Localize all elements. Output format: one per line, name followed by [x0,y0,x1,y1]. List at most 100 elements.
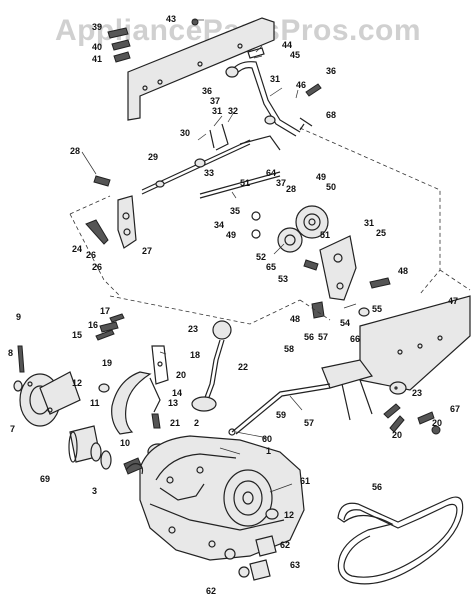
callout-47: 47 [448,296,458,306]
callout-29: 29 [148,152,158,162]
callout-1: 1 [266,446,271,456]
callout-28b: 28 [286,184,296,194]
callout-11: 11 [90,398,100,408]
idler-pulley-assembly [251,205,391,319]
callout-54: 54 [340,318,350,328]
callout-44: 44 [282,40,292,50]
axle-bolts [224,535,277,581]
callout-62a: 62 [280,540,290,550]
callout-8: 8 [8,348,13,358]
callout-23a: 23 [188,324,198,334]
callout-49a: 49 [316,172,326,182]
callout-62b: 62 [206,586,216,596]
callout-56b: 56 [372,482,382,492]
callout-28a: 28 [70,146,80,156]
callout-32: 32 [228,106,238,116]
callout-40: 40 [92,42,102,52]
reference-lines [69,127,471,325]
callout-64: 64 [266,168,276,178]
control-rod-linkage [141,123,281,199]
callout-9: 9 [16,312,21,322]
callout-31a: 31 [212,106,222,116]
brake-assembly [95,313,169,435]
callout-13: 13 [168,398,178,408]
callout-30: 30 [180,128,190,138]
callout-37b: 37 [276,178,286,188]
callout-24: 24 [72,244,82,254]
callout-49b: 49 [226,230,236,240]
lift-lever-assembly [225,47,322,137]
callout-41: 41 [92,54,102,64]
spacer-and-washers [68,425,112,470]
callout-39: 39 [92,22,102,32]
leader-lines [81,19,357,493]
callout-67: 67 [450,404,460,414]
callout-52: 52 [256,252,266,262]
callout-65: 65 [266,262,276,272]
callout-labels: 1 2 3 7 8 9 10 11 12 12 13 14 15 16 17 1… [8,14,460,596]
callout-16: 16 [88,320,98,330]
callout-51a: 51 [240,178,250,188]
callout-26b: 26 [92,262,102,272]
callout-57b: 57 [304,418,314,428]
callout-22: 22 [238,362,248,372]
callout-57a: 57 [318,332,328,342]
callout-36a: 36 [202,86,212,96]
callout-35: 35 [230,206,240,216]
upper-frame-bracket [127,17,275,121]
callout-26a: 26 [86,250,96,260]
callout-20b: 20 [392,430,402,440]
callout-56a: 56 [304,332,314,342]
callout-10: 10 [120,438,130,448]
callout-34: 34 [214,220,224,230]
callout-20a: 20 [176,370,186,380]
pivot-bracket [85,175,137,249]
callout-12a: 12 [72,378,82,388]
callout-36b: 36 [326,66,336,76]
callout-20c: 20 [432,418,442,428]
callout-50: 50 [326,182,336,192]
callout-31c: 31 [364,218,374,228]
callout-18: 18 [190,350,200,360]
callout-25: 25 [376,228,386,238]
callout-12b: 12 [284,510,294,520]
callout-58: 58 [284,344,294,354]
callout-19: 19 [102,358,112,368]
callout-48b: 48 [290,314,300,324]
callout-15: 15 [72,330,82,340]
callout-60: 60 [262,434,272,444]
callout-7: 7 [10,424,15,434]
callout-48a: 48 [398,266,408,276]
callout-33: 33 [204,168,214,178]
callout-59: 59 [276,410,286,420]
callout-14: 14 [172,388,182,398]
callout-66: 66 [350,334,360,344]
callout-2: 2 [194,418,199,428]
callout-46: 46 [296,80,306,90]
callout-43: 43 [166,14,176,24]
transaxle-drive-pulley [223,469,279,527]
callout-37a: 37 [210,96,220,106]
bolt-group-top-left [107,18,199,63]
callout-55: 55 [372,304,382,314]
shift-lever [191,320,398,412]
transaxle-housing [123,435,305,561]
callout-21: 21 [170,418,180,428]
lower-frame-rail [321,295,471,435]
callout-23b: 23 [412,388,422,398]
callout-68: 68 [326,110,336,120]
shift-rod [228,383,331,436]
callout-31b: 31 [270,74,280,84]
callout-45: 45 [290,50,300,60]
callout-61: 61 [300,476,310,486]
drive-belt [337,496,464,585]
callout-27: 27 [142,246,152,256]
callout-63: 63 [290,560,300,570]
callout-53: 53 [278,274,288,284]
callout-51b: 51 [320,230,330,240]
callout-69: 69 [40,474,50,484]
input-pulley-hub [13,345,81,427]
callout-3: 3 [92,486,97,496]
callout-17: 17 [100,306,110,316]
